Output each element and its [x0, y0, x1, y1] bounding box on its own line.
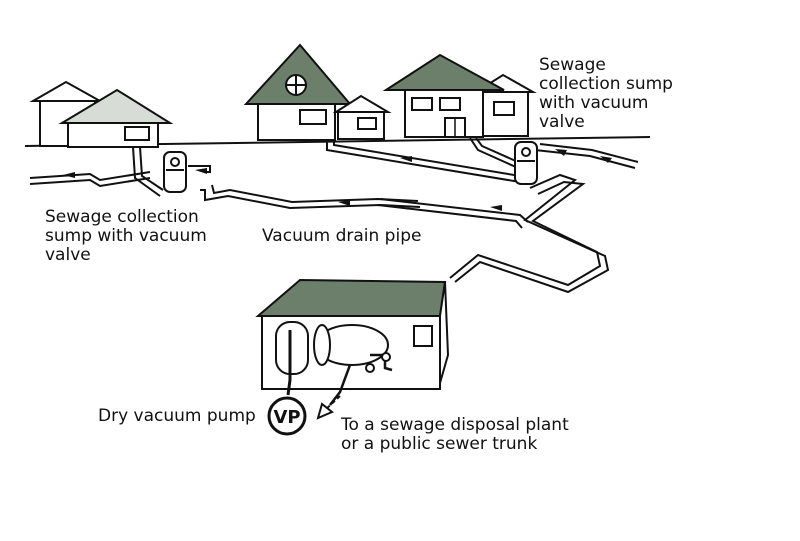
discharge-arrow-icon [316, 395, 341, 420]
label-destination: To a sewage disposal plant or a public s… [340, 415, 569, 454]
label-line: Sewage collection [45, 207, 199, 227]
house-left-front [58, 88, 174, 148]
house-middle-small [332, 94, 392, 140]
label-line: Sewage [539, 55, 606, 75]
label-sump-left: Sewage collection sump with vacuum valve [45, 207, 207, 265]
vacuum-station-building [255, 278, 450, 406]
label-line: with vacuum [539, 93, 648, 113]
vacuum-pump-symbol: VP [267, 396, 307, 436]
label-dry-vacuum-pump: Dry vacuum pump [98, 406, 256, 426]
flow-arrows [63, 149, 612, 211]
label-sump-top-right: Sewage collection sump with vacuum valve [539, 55, 673, 132]
round-window-icon [285, 74, 307, 96]
label-line: valve [539, 112, 585, 132]
label-line: sump with vacuum [45, 226, 207, 246]
left-sump [163, 151, 187, 193]
vp-label: VP [273, 407, 300, 428]
label-vacuum-drain-pipe: Vacuum drain pipe [262, 226, 421, 246]
house-middle-main [243, 43, 353, 141]
vacuum-drain-pipe-network [29, 137, 639, 294]
label-line: or a public sewer trunk [341, 434, 537, 454]
label-line: To a sewage disposal plant [340, 415, 569, 435]
label-line: collection sump [539, 74, 673, 94]
house-right-main [382, 53, 505, 138]
label-line: valve [45, 245, 91, 265]
right-sump [514, 141, 538, 185]
